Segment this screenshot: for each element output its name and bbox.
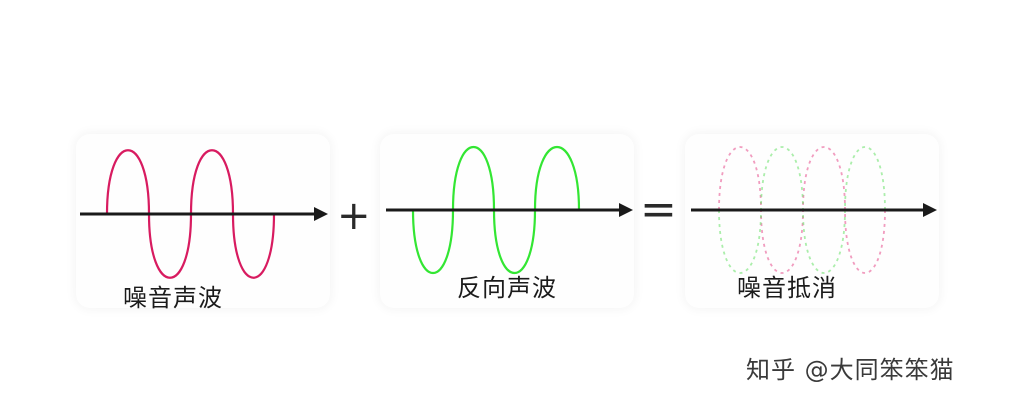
cancellation-panel: 噪音抵消 bbox=[685, 134, 939, 308]
inverse-wave-diagram bbox=[386, 146, 633, 274]
noise-wave-panel: 噪音声波 bbox=[76, 134, 330, 312]
cancellation-label: 噪音抵消 bbox=[737, 274, 837, 302]
equals-sign: = bbox=[640, 184, 677, 235]
noise-wave-label: 噪音声波 bbox=[123, 284, 223, 312]
watermark: 知乎 @大同笨笨猫 bbox=[746, 356, 955, 384]
axis-arrowhead-icon bbox=[314, 207, 328, 221]
axis-arrowhead-icon bbox=[619, 203, 633, 217]
cancellation-diagram bbox=[691, 146, 937, 274]
plus-sign: + bbox=[337, 193, 371, 239]
inverse-wave-label: 反向声波 bbox=[457, 274, 557, 302]
inverse-wave-panel: 反向声波 bbox=[380, 134, 634, 308]
axis-arrowhead-icon bbox=[923, 203, 937, 217]
noise-wave-diagram bbox=[80, 149, 328, 279]
